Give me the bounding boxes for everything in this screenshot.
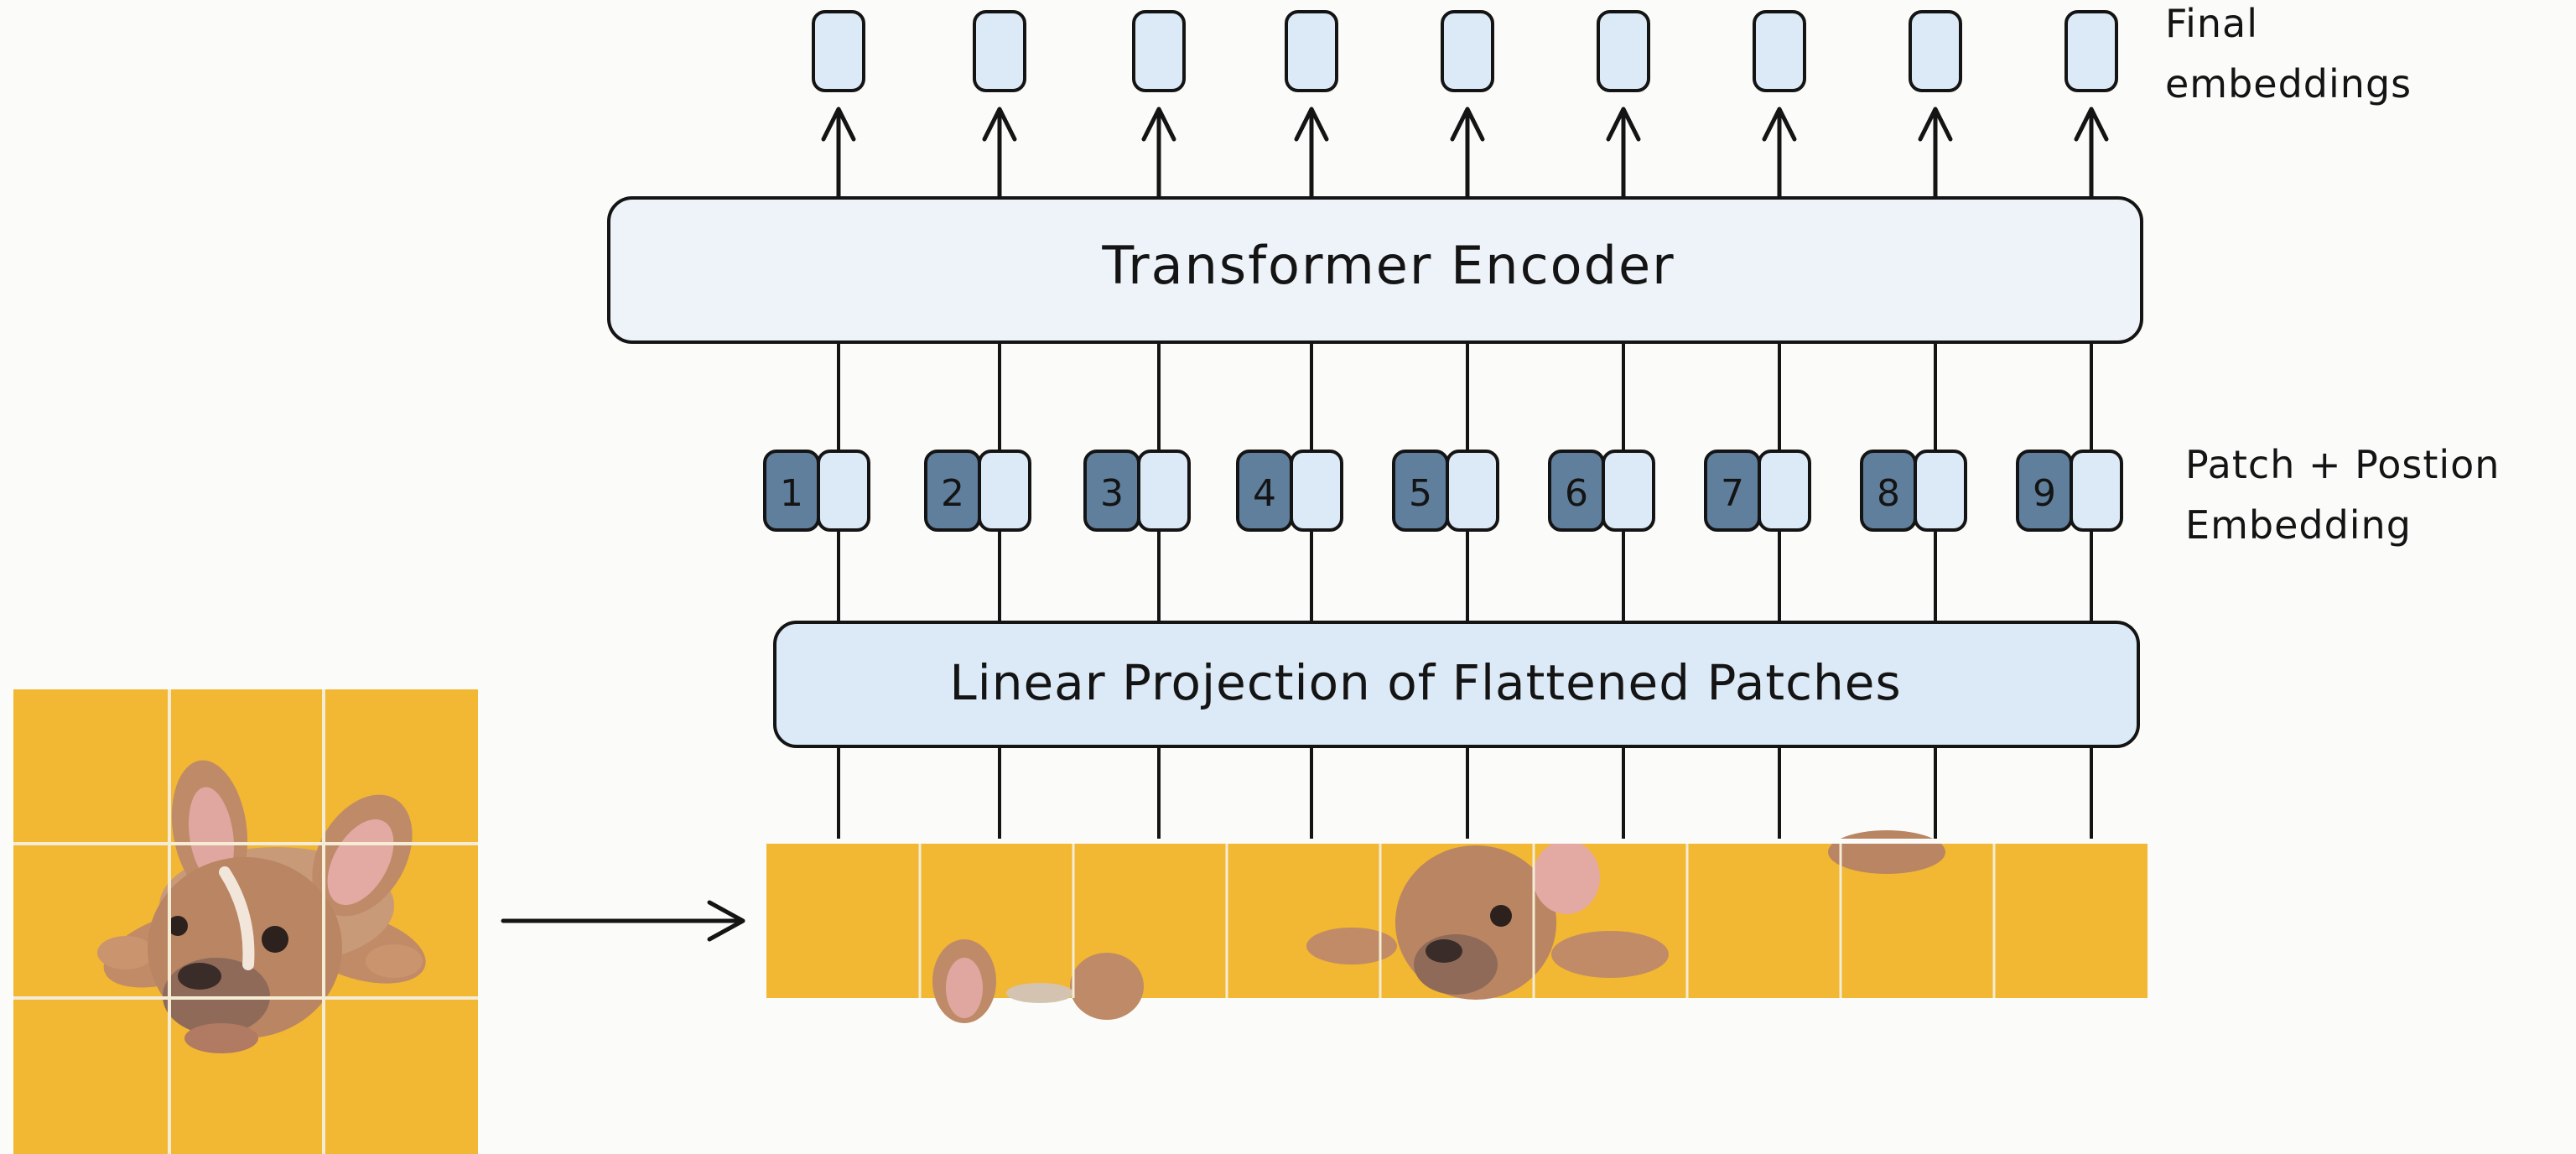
dog-fragment (1828, 830, 1945, 874)
final-embedding-token (1132, 10, 1186, 92)
final-embedding-token (2064, 10, 2118, 92)
output-arrow-head (982, 107, 1017, 142)
flattened-patch-strip (766, 830, 2148, 1023)
output-arrow-head (821, 107, 856, 142)
transformer-encoder-box (607, 196, 2143, 344)
dog-fragment (1533, 840, 1600, 914)
output-arrow-head (2074, 107, 2109, 142)
transformer-encoder-label: Transformer Encoder (1101, 235, 1675, 296)
image-patch (766, 844, 920, 998)
position-number: 9 (2033, 472, 2056, 515)
patch-embedding-token (1758, 450, 1811, 532)
linear-projection-box (773, 621, 2140, 748)
input-arrow (501, 900, 745, 942)
output-arrow-head (1606, 107, 1641, 142)
image-grid-lines (13, 689, 478, 1154)
position-number: 6 (1565, 472, 1588, 515)
connector-lines (837, 342, 2093, 844)
patch-embedding-token (2070, 450, 2123, 532)
position-number: 2 (941, 472, 964, 515)
final-embeddings-label-line2: embeddings (2165, 61, 2412, 107)
position-number: 4 (1253, 472, 1276, 515)
final-embedding-token (1753, 10, 1806, 92)
final-embedding-tokens (812, 10, 2118, 92)
output-arrows (821, 107, 2109, 198)
output-arrow-head (1918, 107, 1953, 142)
image-patch (1994, 844, 2148, 998)
position-number: 5 (1409, 472, 1432, 515)
image-patch (1687, 844, 1841, 998)
patch-embedding-token (1137, 450, 1191, 532)
patch-embedding-token (1446, 450, 1499, 532)
position-number: 8 (1877, 472, 1900, 515)
patch-position-label-line2: Embedding (2185, 502, 2412, 548)
output-arrow-head (1762, 107, 1797, 142)
patch-embedding-token (978, 450, 1031, 532)
final-embedding-token (973, 10, 1026, 92)
patch-embedding-token (1602, 450, 1655, 532)
patch-embedding-token (817, 450, 870, 532)
input-image (13, 689, 478, 1154)
output-arrow-head (1450, 107, 1485, 142)
final-embedding-token (1441, 10, 1494, 92)
patch-strip-top-edge (766, 839, 2148, 844)
final-embeddings-label-line1: Final (2165, 1, 2259, 46)
patch-position-label-line1: Patch + Postion (2185, 442, 2501, 487)
final-embedding-token (1909, 10, 1962, 92)
output-arrow-head (1141, 107, 1176, 142)
patch-embedding-token (1914, 450, 1967, 532)
linear-projection-label: Linear Projection of Flattened Patches (949, 654, 1901, 711)
position-number: 1 (780, 472, 803, 515)
position-number: 3 (1100, 472, 1124, 515)
patch-embedding-token (1290, 450, 1343, 532)
dog-fragment (1070, 953, 1144, 1020)
dog-fragment (1006, 983, 1073, 1003)
dog-illustration (97, 760, 426, 1053)
final-embedding-token (1597, 10, 1650, 92)
dog-fragment (1306, 928, 1397, 964)
output-arrow-head (1294, 107, 1329, 142)
dog-fragment (1490, 905, 1512, 927)
image-patch (1227, 844, 1380, 998)
dog-fragment (1426, 939, 1462, 963)
dog-fragment (946, 958, 983, 1018)
patch-position-tokens: 1 2 3 4 5 6 7 8 9 (763, 450, 2123, 532)
dog-fragment (1551, 931, 1669, 978)
final-embedding-token (812, 10, 865, 92)
position-number: 7 (1721, 472, 1744, 515)
final-embedding-token (1285, 10, 1338, 92)
